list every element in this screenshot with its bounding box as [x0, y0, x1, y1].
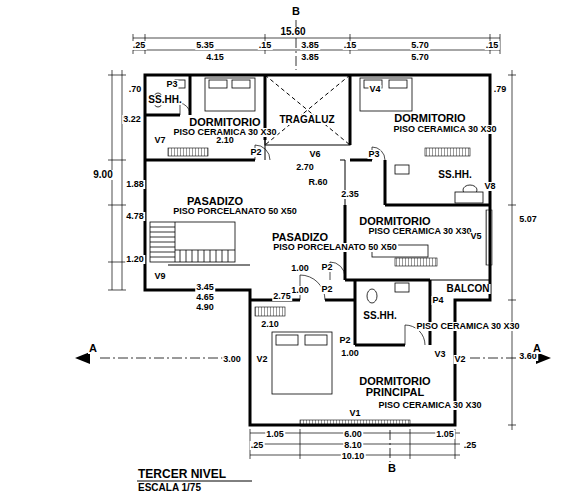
plan-label: .70	[128, 85, 143, 94]
plan-label: P2	[320, 285, 333, 294]
plan-label: .25	[132, 41, 147, 50]
plan-label: V3	[433, 350, 446, 359]
plan-label: 1.00	[340, 349, 360, 358]
plan-label: PASADIZO	[186, 196, 244, 207]
scale-caption: ESCALA 1/75	[138, 483, 201, 493]
plan-label: V5	[469, 232, 482, 241]
plan-label: .15	[258, 41, 273, 50]
plan-label: 4.90	[195, 303, 215, 312]
plan-label: 6.00	[343, 430, 363, 439]
plan-label: PISO CERAMICA 30 X30	[367, 227, 472, 236]
plan-label: V1	[348, 409, 361, 418]
plan-label: 5.70	[410, 41, 430, 50]
plan-label: 5.35	[195, 41, 215, 50]
plan-label: P2	[320, 263, 333, 272]
plan-title: TERCER NIVEL	[138, 468, 226, 480]
dimension-lines	[108, 34, 516, 459]
plan-label: PASADIZO	[271, 232, 329, 243]
plan-label: 3.45	[195, 283, 215, 292]
plan-label: 2.75	[272, 292, 292, 301]
plan-label: SS.HH.	[437, 170, 472, 180]
plan-label: 5.07	[518, 215, 538, 224]
title-underline	[137, 481, 252, 482]
plan-label: PISO PORCELANATO 50 X50	[172, 207, 298, 216]
plan-label: .15	[343, 41, 358, 50]
plan-label: 2.10	[260, 320, 280, 329]
plan-label: V2	[255, 355, 268, 364]
plan-label: 15.60	[279, 27, 306, 37]
plan-label: V2	[453, 355, 466, 364]
plan-label: 2.35	[340, 190, 360, 199]
stair	[150, 222, 235, 262]
plan-label: PISO CERAMICA 30 X30	[392, 125, 497, 134]
plan-label: 9.00	[92, 170, 113, 180]
plan-label: B	[387, 463, 397, 474]
plan-label: A	[88, 343, 98, 354]
plan-label: DORMITORIO	[358, 216, 431, 227]
plan-label: .15	[485, 41, 500, 50]
plan-label: 2.10	[215, 136, 235, 145]
plan-label: 4.78	[125, 212, 145, 221]
plan-label: P3	[165, 80, 178, 89]
plan-label: TRAGALUZ	[279, 115, 336, 125]
section-lines	[100, 20, 530, 462]
plan-label: 2.70	[295, 163, 315, 172]
plan-label: DORMITORIO PRINCIPAL	[354, 376, 436, 398]
plan-label: P3	[367, 150, 380, 159]
plan-label: PISO CERAMICA 30 X30	[377, 401, 482, 410]
plan-label: 3.85	[300, 53, 320, 62]
plan-label: SS.HH.	[362, 311, 397, 321]
plan-label: .25	[463, 441, 478, 450]
plan-label: 1.00	[290, 264, 310, 273]
plan-label: V6	[308, 150, 321, 159]
plan-label: PISO PORCELANATO 50 X50	[272, 243, 398, 252]
plan-label: DORMITORIO	[188, 117, 261, 128]
thin-walls	[168, 75, 490, 300]
plan-label: 1.00	[290, 286, 310, 295]
plan-label: 5.70	[410, 53, 430, 62]
plan-label: P2	[249, 148, 262, 157]
plan-label: PISO CERAMICA 30 X30	[415, 322, 520, 331]
plan-label: 4.65	[195, 293, 215, 302]
plan-label: A	[532, 343, 542, 354]
plan-label: B	[291, 6, 301, 17]
plan-label: 1.05	[435, 430, 455, 439]
plan-label: R.60	[307, 178, 328, 187]
plan-label: DORMITORIO	[393, 113, 466, 124]
plan-label: .79	[493, 85, 508, 94]
plan-label: 8.10	[343, 441, 363, 450]
plan-label: 1.20	[125, 255, 145, 264]
plan-label: 3.00	[222, 355, 242, 364]
plan-label: V7	[153, 136, 166, 145]
plan-label: 3.85	[300, 41, 320, 50]
plan-label: .25	[250, 441, 265, 450]
plan-label: 10.10	[341, 452, 366, 461]
plan-label: 1.05	[265, 430, 285, 439]
plan-label: V8	[483, 182, 496, 191]
window-symbols	[168, 148, 492, 426]
plan-label: P2	[338, 336, 351, 345]
plan-label: 4.15	[205, 53, 225, 62]
plan-label: V9	[153, 272, 166, 281]
plan-label: P4	[431, 296, 444, 305]
plan-label: 1.88	[125, 180, 145, 189]
plan-label: BALCON	[446, 284, 491, 294]
plan-label: 3.22	[122, 115, 142, 124]
plan-label: SS.HH.	[147, 95, 182, 105]
plan-label: V4	[368, 85, 381, 94]
